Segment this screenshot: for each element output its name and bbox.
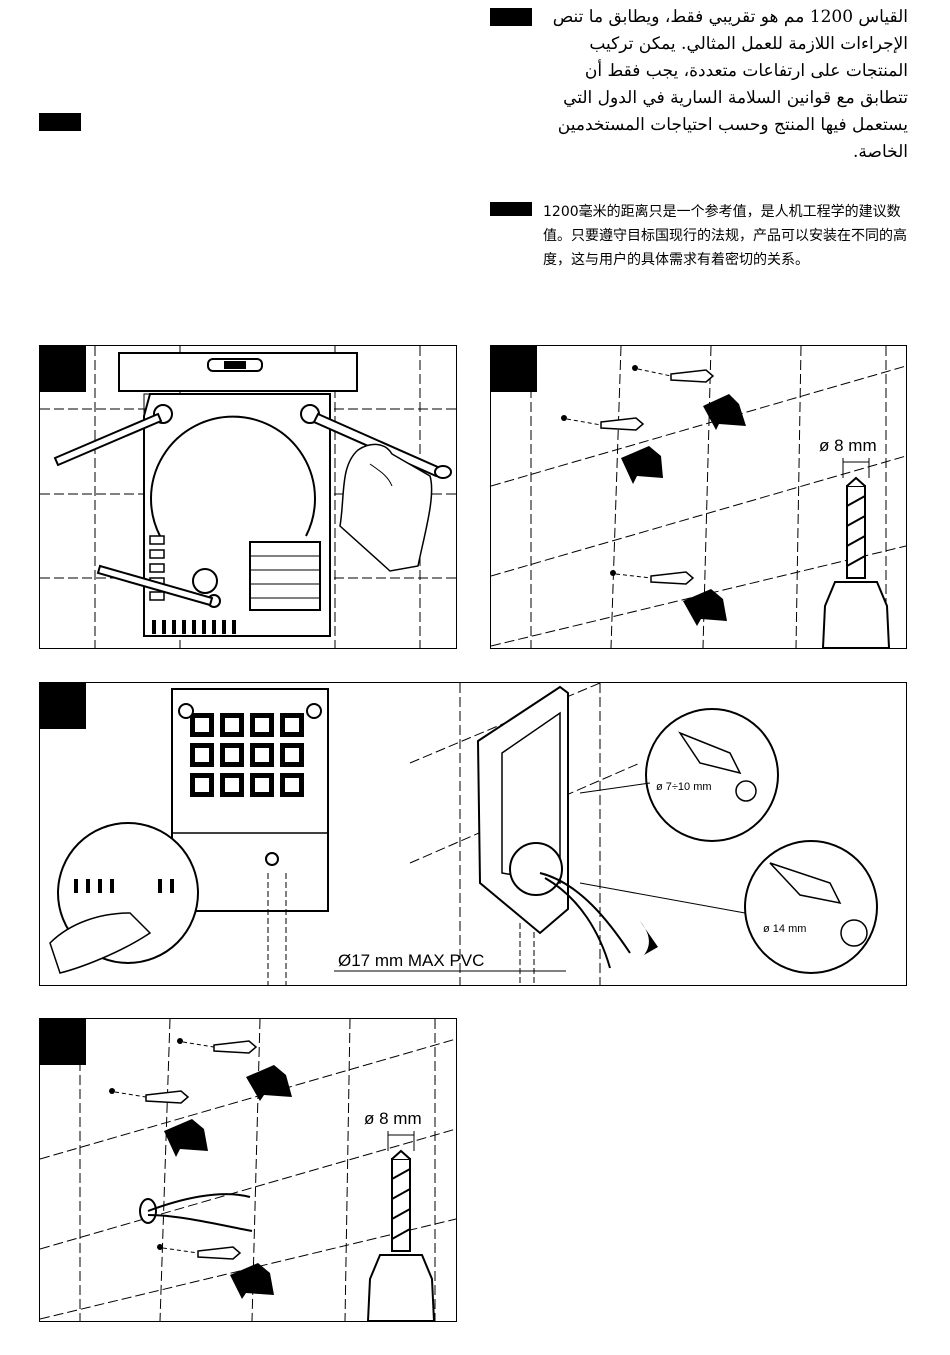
drill-diameter-label-2: ø 8 mm: [364, 1109, 422, 1128]
language-tab-chinese: [490, 202, 532, 216]
language-tab-left: [39, 113, 81, 131]
illustration-level-and-screw: [40, 346, 456, 648]
drill-diameter-label: ø 8 mm: [819, 436, 877, 455]
illustration-wall-plugs-cable: [40, 1019, 456, 1321]
cable-max-label: Ø17 mm MAX PVC: [338, 951, 485, 970]
step-panel-cable-entry: Ø17 mm MAX PVC ø 7÷10 mm ø 14 mm: [39, 682, 907, 986]
arabic-paragraph: القياس 1200 مم هو تقريبي فقط، ويطابق ما …: [552, 7, 908, 162]
step-panel-level-and-screw: [39, 345, 457, 649]
step-panel-wall-plugs: ø 8 mm: [490, 345, 907, 649]
chinese-paragraph: 1200毫米的距离只是一个参考值，是人机工程学的建议数值。只要遵守目标国现行的法…: [543, 204, 907, 268]
language-tab-arabic: [490, 8, 532, 26]
illustration-cable-entry: [40, 683, 878, 985]
step-panel-wall-plugs-cable: ø 8 mm: [39, 1018, 457, 1322]
illustration-wall-plugs: [491, 346, 906, 648]
hole-small-label: ø 7÷10 mm: [656, 781, 712, 793]
hole-large-label: ø 14 mm: [763, 923, 807, 935]
